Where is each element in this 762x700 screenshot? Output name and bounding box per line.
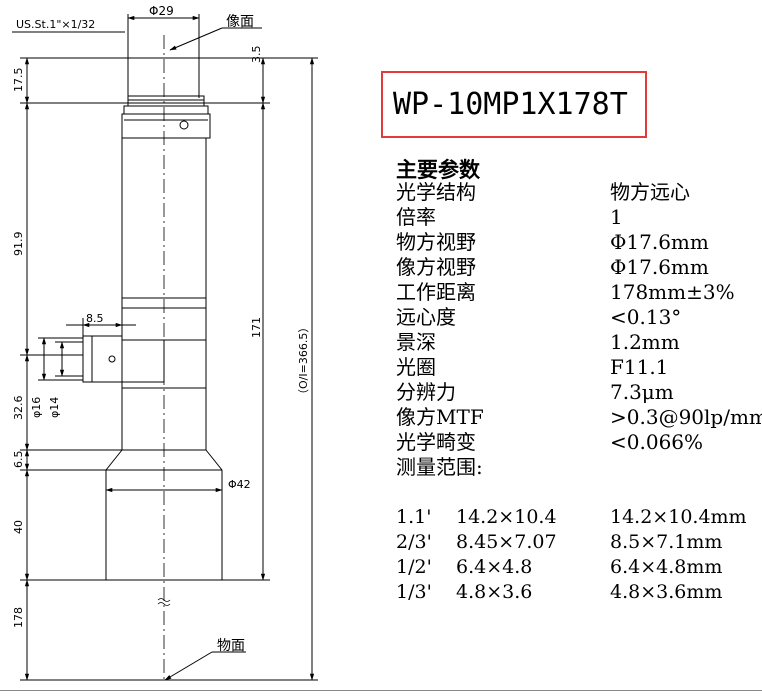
range-size: 4.8×3.6 bbox=[456, 581, 533, 603]
spec-label: 景深 bbox=[396, 330, 436, 354]
spec-label: 像方MTF bbox=[396, 405, 484, 429]
range-field: 6.4×4.8mm bbox=[610, 556, 723, 578]
spec-value: 1.2mm bbox=[610, 330, 680, 354]
dim-3-5: 3.5 bbox=[250, 46, 263, 64]
range-size: 8.45×7.07 bbox=[456, 531, 557, 553]
thread-label: US.St.1"×1/32 bbox=[16, 18, 95, 31]
dim-178: 178 bbox=[12, 607, 25, 628]
range-sensor: 1/2' bbox=[396, 556, 432, 578]
dim-17-5: 17.5 bbox=[12, 68, 25, 93]
spec-row: 光学畸变 <0.066% bbox=[396, 430, 703, 454]
spec-value: 7.3μm bbox=[610, 380, 674, 404]
diameter-bottom-label: Φ42 bbox=[228, 478, 251, 491]
spec-label: 远心度 bbox=[396, 305, 456, 329]
spec-label: 光学畸变 bbox=[396, 430, 476, 454]
spec-row: 测量范围: bbox=[396, 455, 483, 479]
spec-heading: 主要参数 bbox=[396, 158, 480, 182]
spec-row: 分辨力 7.3μm bbox=[396, 380, 674, 404]
model-title: WP-10MP1X178T bbox=[393, 87, 628, 122]
spec-label: 像方视野 bbox=[396, 255, 476, 279]
spec-value: 物方远心 bbox=[610, 180, 690, 204]
spec-label: 光学结构 bbox=[396, 180, 476, 204]
spec-label: 测量范围: bbox=[396, 455, 483, 479]
spec-value: Φ17.6mm bbox=[610, 255, 709, 279]
bottom-divider bbox=[0, 690, 762, 691]
spec-label: 工作距离 bbox=[396, 280, 476, 304]
spec-row: 远心度 <0.13° bbox=[396, 305, 681, 329]
model-title-box: WP-10MP1X178T bbox=[381, 71, 647, 138]
spec-row: 像方MTF >0.3@90lp/mm bbox=[396, 405, 762, 429]
spec-value: Φ17.6mm bbox=[610, 230, 709, 254]
dim-6-5: 6.5 bbox=[12, 451, 25, 469]
image-plane-label: 像面 bbox=[226, 14, 254, 30]
dim-oi: （O/I=366.5） bbox=[297, 322, 310, 400]
spec-row: 光学结构 物方远心 bbox=[396, 180, 690, 204]
diameter-top-label: Φ29 bbox=[149, 4, 174, 18]
range-field: 14.2×10.4mm bbox=[610, 506, 747, 528]
range-field: 8.5×7.1mm bbox=[610, 531, 723, 553]
spec-value: 178mm±3% bbox=[610, 280, 735, 304]
range-size: 6.4×4.8 bbox=[456, 556, 533, 578]
spec-row: 工作距离 178mm±3% bbox=[396, 280, 735, 304]
spec-row: 物方视野 Φ17.6mm bbox=[396, 230, 709, 254]
lens-drawing: US.St.1"×1/32 Φ29 像面 物面 17.5 3.5 91.9 17… bbox=[12, 4, 318, 681]
spec-value: F11.1 bbox=[610, 355, 669, 379]
spec-value: 1 bbox=[610, 205, 623, 229]
spec-row: 像方视野 Φ17.6mm bbox=[396, 255, 709, 279]
spec-value: <0.066% bbox=[610, 430, 704, 454]
range-sensor: 1/3' bbox=[396, 581, 432, 603]
dim-32-6: 32.6 bbox=[12, 396, 25, 421]
range-field: 4.8×3.6mm bbox=[610, 581, 723, 603]
spec-label: 物方视野 bbox=[396, 230, 476, 254]
dim-91-9: 91.9 bbox=[12, 232, 25, 257]
dim-171: 171 bbox=[250, 317, 263, 338]
dim-phi16: φ16 bbox=[30, 397, 43, 418]
spec-value: <0.13° bbox=[610, 305, 682, 329]
range-sensor: 1.1' bbox=[396, 506, 432, 528]
spec-row: 景深 1.2mm bbox=[396, 330, 680, 354]
spec-value: >0.3@90lp/mm bbox=[610, 405, 762, 429]
object-plane-label: 物面 bbox=[217, 638, 245, 654]
range-size: 14.2×10.4 bbox=[456, 506, 557, 528]
dim-8-5: 8.5 bbox=[86, 312, 104, 325]
spec-row: 光圈 F11.1 bbox=[396, 355, 668, 379]
spec-label: 分辨力 bbox=[396, 380, 456, 404]
spec-row: 倍率 1 bbox=[396, 205, 623, 229]
range-sensor: 2/3' bbox=[396, 531, 432, 553]
dim-phi14: φ14 bbox=[48, 397, 61, 418]
dim-40: 40 bbox=[12, 520, 25, 534]
spec-label: 倍率 bbox=[396, 205, 436, 229]
spec-label: 光圈 bbox=[396, 355, 436, 379]
